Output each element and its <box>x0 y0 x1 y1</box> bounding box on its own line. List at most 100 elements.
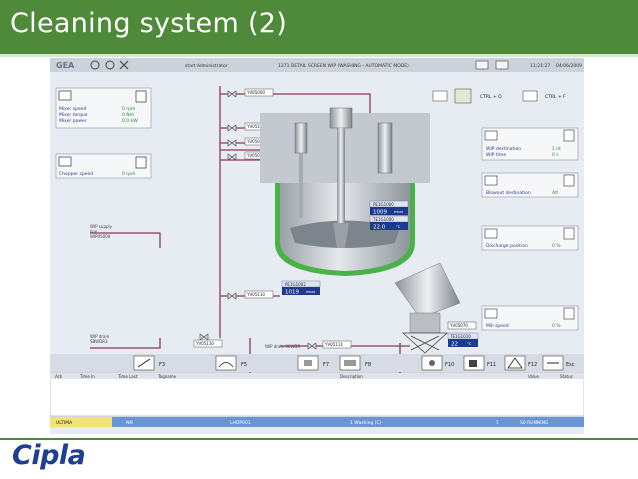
svg-text:WIP supply: WIP supply <box>90 224 113 229</box>
svg-text:F3: F3 <box>159 362 165 368</box>
cipla-logo: Cipla <box>12 440 86 471</box>
f5-button[interactable]: F5 <box>215 355 247 371</box>
valve-yv05100[interactable]: YV05100 <box>227 122 274 132</box>
monitor-icon[interactable] <box>495 60 509 70</box>
svg-text:SBWDR3: SBWDR3 <box>90 339 108 344</box>
alarm-col-time-in: Time In <box>79 374 95 379</box>
footer-divider <box>0 438 638 440</box>
svg-text:F12: F12 <box>528 362 537 368</box>
hmi-screen: GEA start Administrator 1271 DETAIL SCRE… <box>49 58 585 434</box>
mill-panel: Mill speed 0 % <box>481 305 579 331</box>
mill-icon <box>484 308 498 319</box>
temperature-display-1: TE1G1000 22.0 °C <box>369 215 409 231</box>
svg-text:F10: F10 <box>445 362 454 368</box>
wip-time-value: 0 s <box>552 152 559 158</box>
svg-text:YV05110: YV05110 <box>246 292 265 297</box>
gear-icon[interactable] <box>90 60 100 70</box>
chopper-motor <box>377 122 393 174</box>
mixer-settings-button[interactable] <box>135 90 147 103</box>
wip-destination-label: WIP destination <box>486 146 521 152</box>
alarm-col-tagname: Tagname <box>157 374 177 379</box>
alarm-col-time-last: Time Last <box>117 374 138 379</box>
f7-button[interactable]: F7 <box>297 355 329 371</box>
slide-title-bar: Cleaning system (2) <box>0 0 638 54</box>
status-washing: 1 Washing (C) <box>350 420 382 426</box>
mixer-torque-value: 0 Nm <box>122 112 134 118</box>
header-screen-title: 1271 DETAIL SCREEN WIP (WASHING - AUTOMA… <box>278 63 409 69</box>
valve-yv05093[interactable]: YV05093 <box>227 151 274 161</box>
discharge-value: 0 % <box>552 243 561 249</box>
mill-settings-button[interactable] <box>563 307 575 320</box>
svg-text:YV05130: YV05130 <box>195 341 214 346</box>
valve-yv05000[interactable]: YV05000 <box>227 88 274 98</box>
svg-text:1019: 1019 <box>285 290 299 296</box>
valve-yv05111[interactable]: YV05111 <box>307 340 352 350</box>
user-icon[interactable] <box>105 60 115 70</box>
svg-text:YV05093: YV05093 <box>246 153 265 158</box>
alarm-table: Ack Time In Time Last Tagname Descriptio… <box>49 372 585 417</box>
discharge-settings-button[interactable] <box>563 227 575 240</box>
pressure-display-1: PE1G1000 1009 mbar <box>369 200 409 216</box>
drain-line-label: WIP drain 06WDR <box>265 344 300 349</box>
svg-text:22: 22 <box>451 342 458 348</box>
svg-text:CTRL + O: CTRL + O <box>480 94 502 100</box>
hmi-screenshot: GEA start Administrator 1271 DETAIL SCRE… <box>49 58 585 434</box>
wip-icon <box>484 130 498 141</box>
svg-text:22.0: 22.0 <box>373 225 386 231</box>
wip-destination-panel: WIP destination 1 nt WIP time 0 s <box>481 127 579 161</box>
header-date: 04/06/2009 <box>556 63 582 69</box>
status-running: S0 RUNNING <box>520 420 549 426</box>
mixer-power-label: Mixer power <box>59 118 87 124</box>
mixer-icon[interactable] <box>58 90 72 101</box>
discharge-panel: Discharge position 0 % <box>481 225 579 251</box>
gea-logo: GEA <box>56 61 75 70</box>
svg-text:F7: F7 <box>323 362 329 368</box>
svg-text:CTRL + F: CTRL + F <box>545 94 566 100</box>
f10-button[interactable]: F10 <box>421 355 454 371</box>
wip-settings-button[interactable] <box>563 129 575 142</box>
f12-button[interactable]: F12 <box>504 355 537 371</box>
chopper-speed-value: 0 rpm <box>122 171 135 177</box>
chopper-icon[interactable] <box>58 156 72 167</box>
svg-text:Esc: Esc <box>566 362 575 368</box>
mill-speed-label: Mill speed <box>486 323 509 329</box>
mixer-speed-label: Mixer speed <box>59 106 86 112</box>
alarm-col-value: Value <box>528 374 540 379</box>
ctrl-o-button[interactable]: CTRL + O <box>432 88 502 104</box>
svg-text:PE1G1000: PE1G1000 <box>373 202 394 207</box>
chopper-speed-label: Chopper speed <box>59 171 93 177</box>
agitator-shaft <box>329 107 353 248</box>
svg-text:TE1G1000: TE1G1000 <box>372 217 394 222</box>
function-key-toolbar: F3 F5 F7 F8 F10 F11 <box>50 354 584 372</box>
valve-yv05110[interactable]: YV05110 <box>227 290 274 300</box>
svg-text:F8: F8 <box>365 362 371 368</box>
blowout-value: Alt <box>552 190 558 196</box>
discharge-label: Discharge position <box>486 243 528 249</box>
status-lhop: LHOP001 <box>230 420 251 426</box>
f3-button[interactable]: F3 <box>133 355 165 371</box>
svg-text:WIP drain: WIP drain <box>90 334 110 339</box>
chopper-panel: Chopper speed 0 rpm <box>55 153 152 179</box>
svg-text:mbar: mbar <box>306 290 316 294</box>
status-bar: ULTIMA NN LHOP001 1 Washing (C) 1 S0 RUN… <box>50 417 584 427</box>
f8-button[interactable]: F8 <box>339 355 371 371</box>
status-step: 1 <box>496 420 499 426</box>
valve-yv05130[interactable]: YV05130 <box>193 333 223 348</box>
valve-yv05070[interactable]: YV05070 <box>447 321 477 330</box>
slide-title: Cleaning system (2) <box>10 8 288 39</box>
tools-icon[interactable] <box>119 60 129 70</box>
chopper-settings-button[interactable] <box>135 156 147 169</box>
wip-time-label: WIP time <box>486 152 506 158</box>
printer-icon[interactable] <box>475 60 489 70</box>
header-user: start Administrator <box>185 63 228 69</box>
svg-text:F5: F5 <box>241 362 247 368</box>
f11-button[interactable]: F11 <box>463 355 496 371</box>
temperature-display-2: TE1G1010 22 °C <box>447 332 479 348</box>
blowout-icon <box>484 175 498 186</box>
blowout-label: Blowout destination <box>486 190 531 196</box>
svg-text:YV05100: YV05100 <box>246 124 265 129</box>
alarm-col-status: Status <box>560 374 573 379</box>
blowout-settings-button[interactable] <box>563 174 575 187</box>
esc-button[interactable]: Esc <box>542 355 575 371</box>
ctrl-f-button[interactable]: CTRL + F <box>522 90 566 102</box>
